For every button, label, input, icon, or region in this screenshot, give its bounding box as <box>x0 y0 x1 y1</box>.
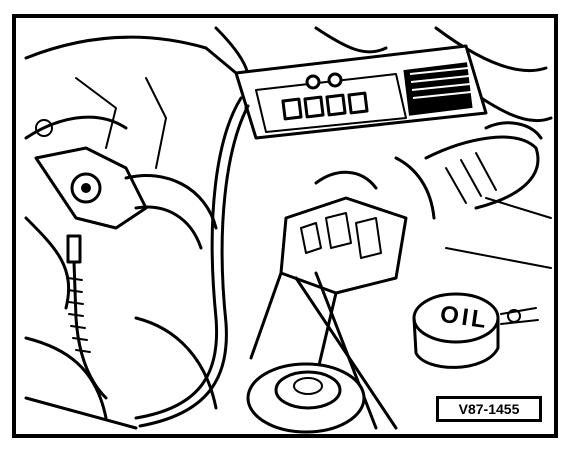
engine-bay-drawing <box>24 26 553 434</box>
illustration-frame: OIL V87-1455 <box>12 14 558 438</box>
reservoir-cap <box>246 362 366 434</box>
probe-lead <box>66 234 108 400</box>
diagnostic-tester-box <box>234 44 488 140</box>
figure-reference-code: V87-1455 <box>436 396 542 422</box>
oil-filler-cap <box>412 292 539 369</box>
wiring-connector <box>249 170 408 430</box>
tester-cable <box>134 96 250 428</box>
hose-clamp-assembly <box>34 119 218 250</box>
intake-hose <box>394 121 543 220</box>
